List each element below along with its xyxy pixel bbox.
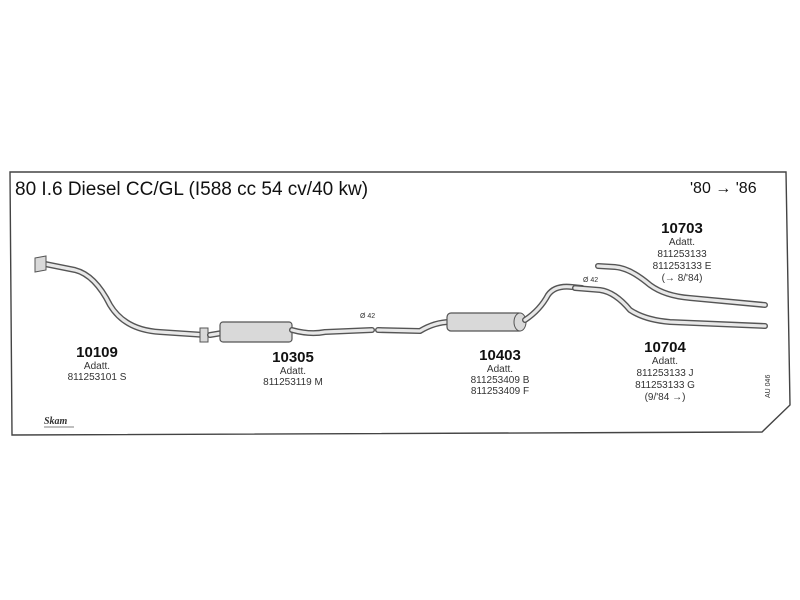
svg-text:(→ 8/'84): (→ 8/'84) xyxy=(662,273,703,284)
svg-text:Adatt.: Adatt. xyxy=(669,237,695,248)
svg-text:Adatt.: Adatt. xyxy=(487,364,513,375)
front-muffler-section xyxy=(207,321,375,343)
svg-text:811253133 G: 811253133 G xyxy=(635,380,695,391)
svg-text:811253101 S: 811253101 S xyxy=(68,372,127,383)
diagram-frame xyxy=(9,171,791,436)
svg-text:Adatt.: Adatt. xyxy=(652,356,678,367)
svg-text:Adatt.: Adatt. xyxy=(280,366,306,377)
diameter-label-1: Ø 42 xyxy=(360,313,375,320)
part-label-10109: 10109 Adatt. 811253101 S xyxy=(68,344,127,383)
svg-text:10704: 10704 xyxy=(644,339,686,356)
svg-text:811253409 B: 811253409 B xyxy=(471,375,530,386)
part-label-10305: 10305 Adatt. 811253119 M xyxy=(263,349,323,388)
svg-text:10305: 10305 xyxy=(272,349,314,366)
svg-text:10703: 10703 xyxy=(661,220,703,237)
svg-text:Adatt.: Adatt. xyxy=(84,361,110,372)
tail-pipe-lower xyxy=(572,285,768,329)
side-code: AU 046 xyxy=(765,375,772,398)
brand-logo: Skam xyxy=(44,416,68,427)
svg-text:811253133 J: 811253133 J xyxy=(636,368,693,379)
vehicle-title: 80 I.6 Diesel CC/GL (I588 cc 54 cv/40 kw… xyxy=(15,179,368,200)
svg-text:811253119 M: 811253119 M xyxy=(263,377,323,388)
part-label-10403: 10403 Adatt. 811253409 B 811253409 F xyxy=(471,347,530,397)
svg-text:811253133 E: 811253133 E xyxy=(653,261,712,272)
part-label-10703: 10703 Adatt. 811253133 811253133 E (→ 8/… xyxy=(653,220,712,284)
svg-text:811253409 F: 811253409 F xyxy=(471,386,529,397)
part-label-10704: 10704 Adatt. 811253133 J 811253133 G (9/… xyxy=(635,339,695,403)
model-years: '80 → '86 xyxy=(690,180,757,197)
tail-pipe-upper xyxy=(595,263,768,308)
diameter-label-2: Ø 42 xyxy=(583,277,598,284)
svg-text:10109: 10109 xyxy=(76,344,118,361)
svg-text:811253133: 811253133 xyxy=(657,249,707,260)
middle-muffler-section xyxy=(375,283,585,334)
front-pipe xyxy=(34,255,209,343)
svg-text:(9/'84 →): (9/'84 →) xyxy=(645,392,686,403)
svg-text:10403: 10403 xyxy=(479,347,521,364)
